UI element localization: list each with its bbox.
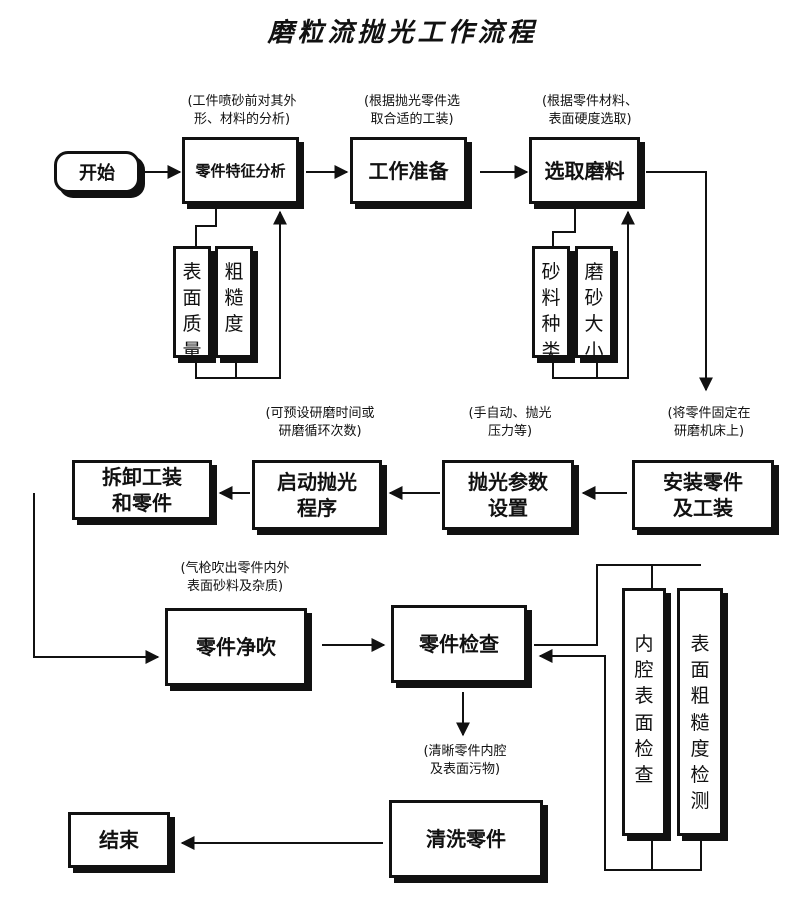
note-wash: (清晰零件内腔 及表面污物) [423, 744, 507, 777]
wash-label: 清洗零件 [426, 827, 506, 851]
note-choose-abrasive: (根据零件材料、 表面硬度选取) [541, 94, 639, 127]
end-label: 结束 [99, 828, 139, 852]
set-params-node: 抛光参数 设置 [442, 460, 574, 530]
set-params-label: 抛光参数 设置 [468, 470, 548, 520]
start-program-node: 启动抛光 程序 [252, 460, 382, 530]
note-prepare: (根据抛光零件选 取合适的工装) [363, 94, 461, 127]
loop-inspection-return [538, 649, 653, 871]
start-node: 开始 [54, 151, 140, 193]
loop-inspection-out [534, 564, 701, 646]
arrow-remove-blow [33, 493, 160, 664]
loop-analysis [195, 208, 217, 246]
choose-abrasive-node: 选取磨料 [529, 137, 640, 204]
choose-abrasive-label: 选取磨料 [544, 158, 625, 183]
install-node: 安装零件 及工装 [632, 460, 774, 530]
surface-roughness-check-label: 表面粗糙度检测 [690, 633, 710, 813]
cavity-surface-check-label: 内腔表面检查 [634, 633, 654, 787]
note-blow: (气枪吹出零件内外 表面砂料及杂质) [180, 561, 290, 594]
analyze-node: 零件特征分析 [182, 137, 299, 204]
surface-quality-box: 表面质量 [173, 246, 211, 362]
remove-node: 拆卸工装 和零件 [72, 460, 212, 520]
note-install: (将零件固定在 研磨机床上) [667, 406, 751, 439]
install-label: 安装零件 及工装 [663, 470, 743, 520]
inspect-node: 零件检查 [391, 605, 527, 683]
arrow-abrasive-install [646, 171, 713, 392]
end-node: 结束 [68, 812, 170, 868]
abrasive-size-box: 磨砂大小 [575, 246, 613, 362]
analyze-label: 零件特征分析 [195, 162, 286, 180]
roughness-box: 粗糙度 [215, 246, 253, 358]
blow-node: 零件净吹 [165, 608, 307, 686]
cavity-surface-check-box: 内腔表面检查 [622, 588, 666, 836]
prepare-label: 工作准备 [368, 158, 449, 183]
note-analyze: (工件喷砂前对其外 形、材料的分析) [187, 94, 297, 127]
abrasive-type-box: 砂料种类 [532, 246, 570, 362]
remove-label: 拆卸工装 和零件 [102, 465, 182, 515]
wash-node: 清洗零件 [389, 800, 543, 878]
inspect-label: 零件检查 [419, 632, 499, 656]
start-program-label: 启动抛光 程序 [277, 470, 357, 520]
loop-abrasive-return [552, 210, 635, 379]
surface-quality-label: 表面质量 [182, 261, 202, 362]
page-title: 磨粒流抛光工作流程 [267, 18, 538, 48]
blow-label: 零件净吹 [196, 635, 276, 659]
abrasive-size-label: 磨砂大小 [584, 261, 604, 362]
roughness-label: 粗糙度 [224, 261, 244, 336]
surface-roughness-check-box: 表面粗糙度检测 [677, 588, 723, 836]
note-start-program: (可预设研磨时间或 研磨循环次数) [265, 406, 375, 439]
loop-analysis-return [195, 210, 287, 379]
loop-abrasive [552, 208, 576, 246]
prepare-node: 工作准备 [350, 137, 467, 204]
note-set-params: (手自动、抛光 压力等) [468, 406, 552, 439]
abrasive-type-label: 砂料种类 [541, 261, 561, 362]
start-label: 开始 [79, 163, 115, 184]
